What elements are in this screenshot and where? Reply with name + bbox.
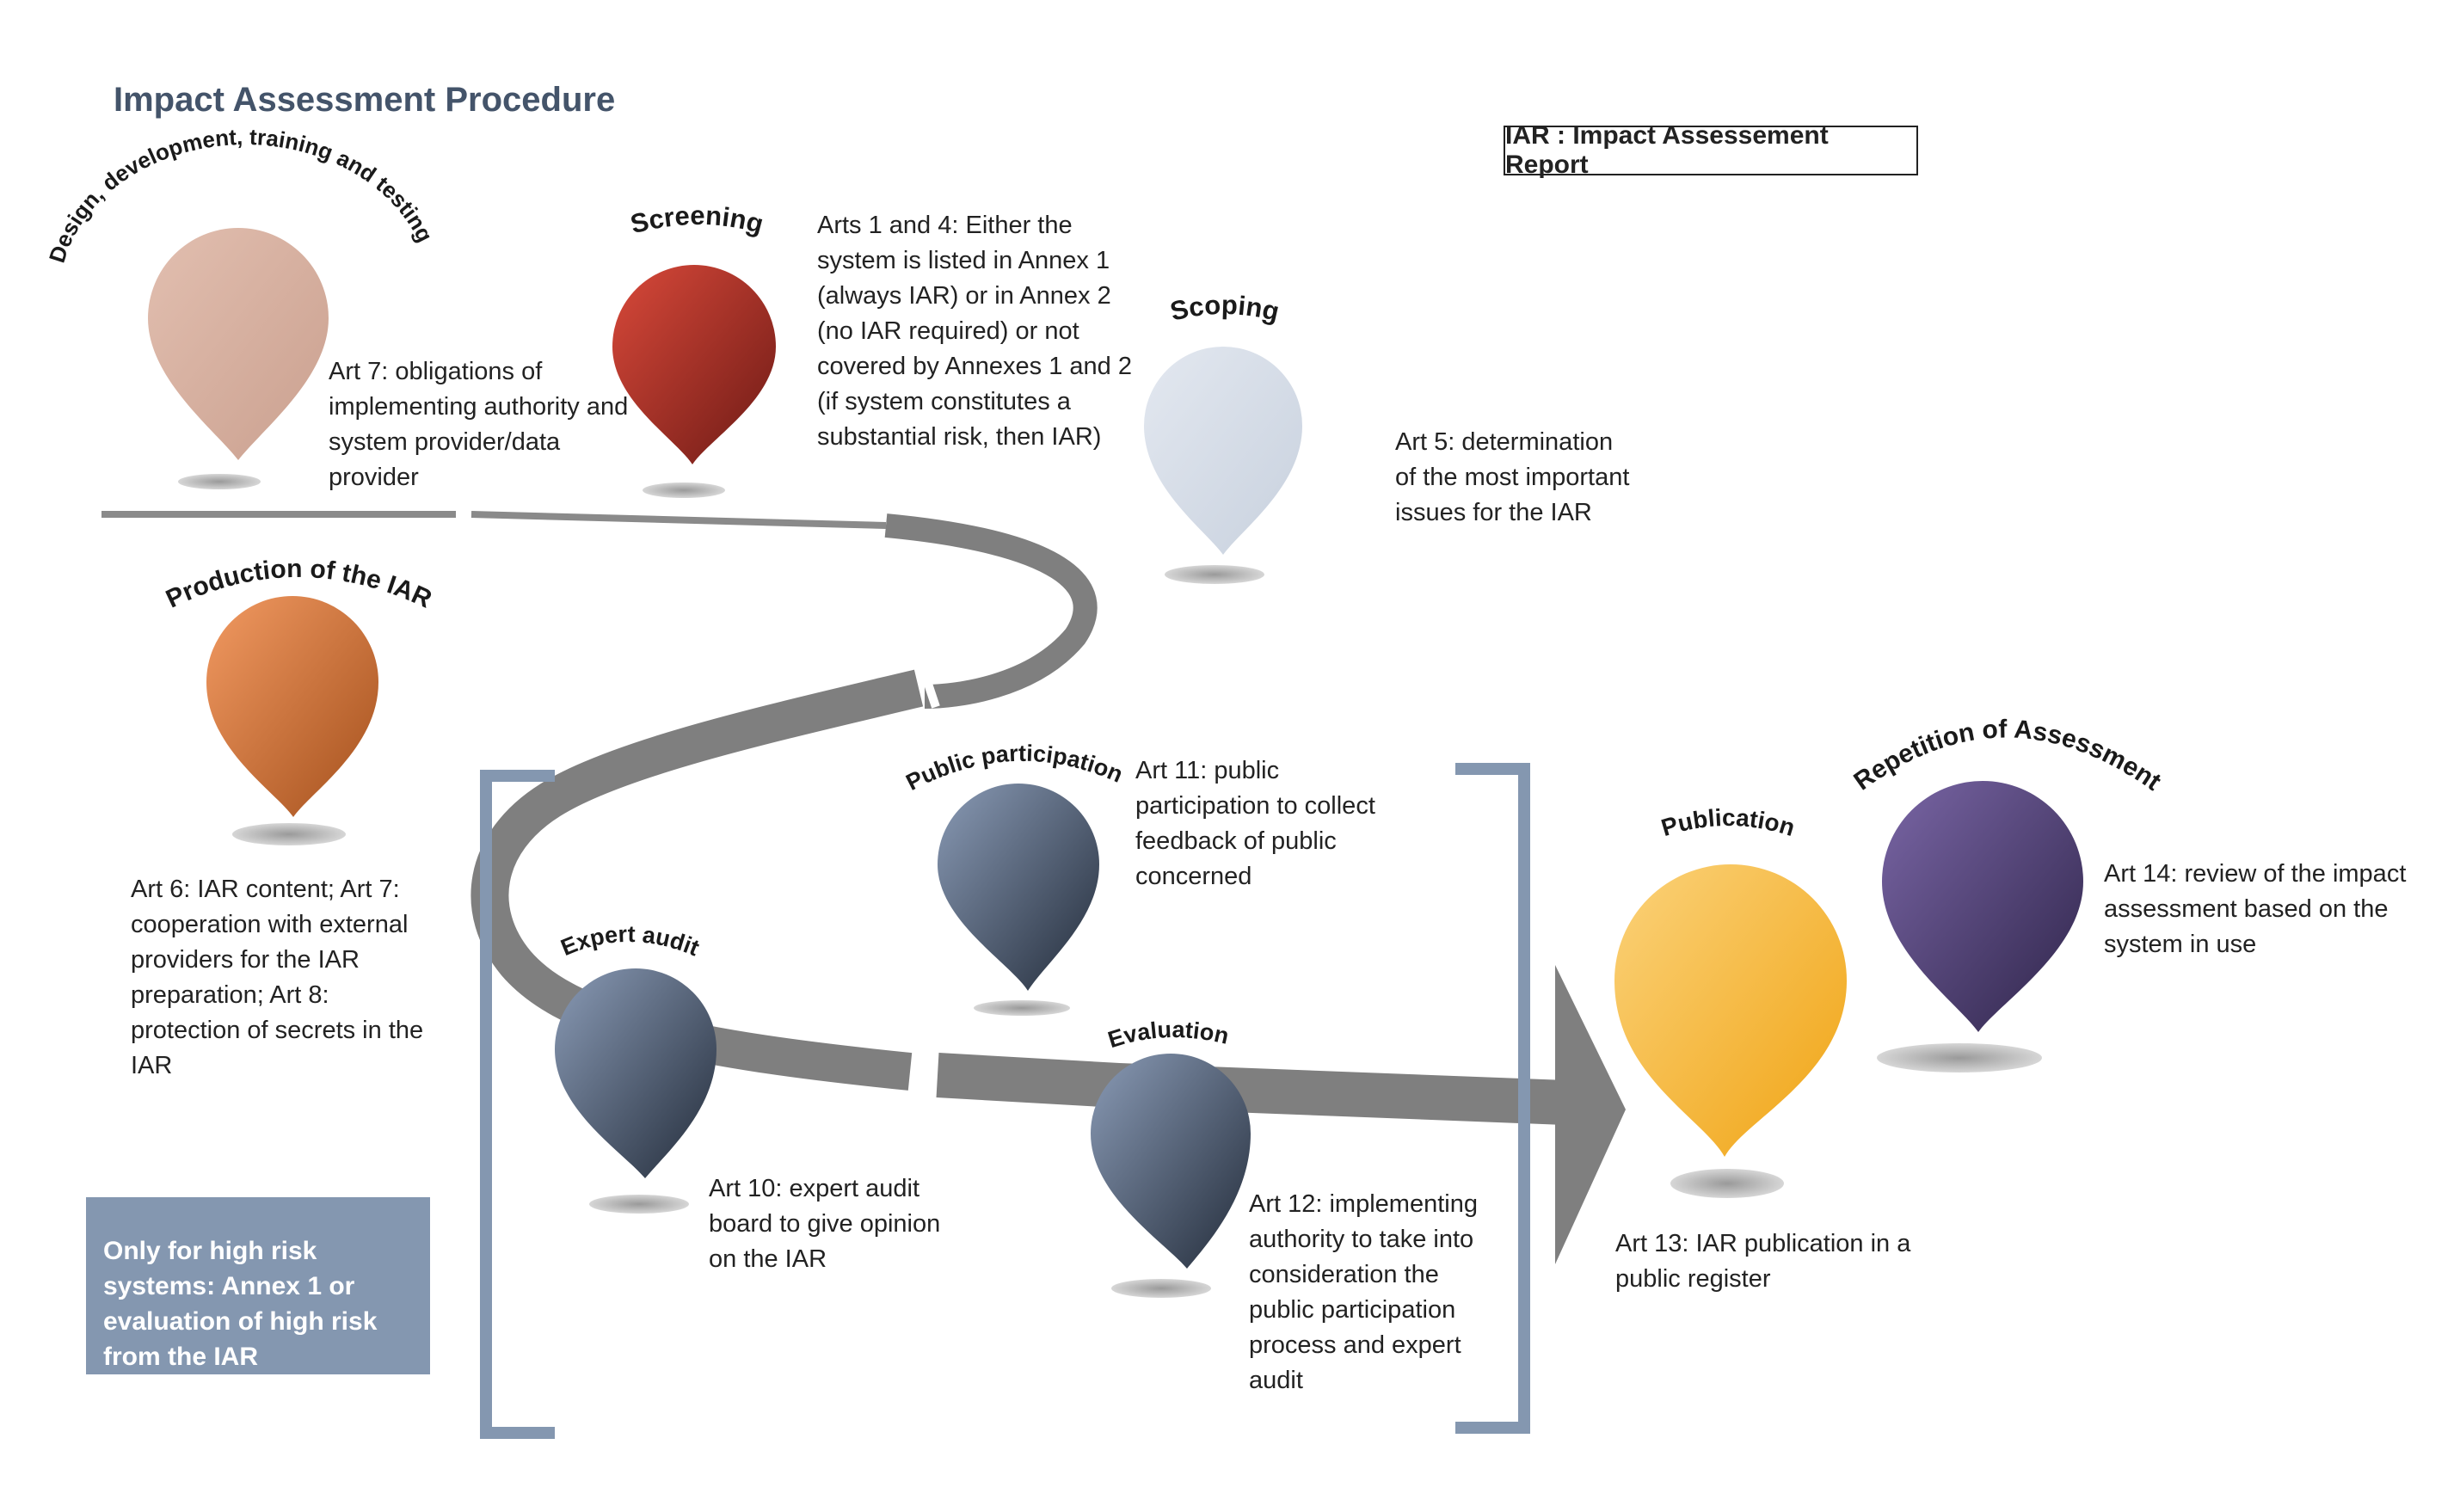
pin-shadow <box>589 1195 689 1214</box>
road-gap <box>913 1047 929 1102</box>
road-arrowhead <box>1555 965 1626 1264</box>
evaluation-description: Art 12: implementing authority to take i… <box>1249 1190 1478 1394</box>
screening-description: Arts 1 and 4: Either the system is liste… <box>817 212 1132 451</box>
right-bracket <box>1455 763 1530 1434</box>
production-description: Art 6: IAR content; Art 7: cooperation w… <box>131 876 424 1079</box>
pin-shadow <box>1670 1169 1784 1198</box>
scoping-description: Art 5: determination of the most importa… <box>1395 428 1630 526</box>
road-straight <box>936 1053 1566 1125</box>
stage-label-scoping: Scoping <box>1167 290 1282 327</box>
publication-pin-icon <box>1614 864 1847 1157</box>
public-participation-description: Art 11: public participation to collect … <box>1135 757 1375 890</box>
road-top-line <box>101 511 887 529</box>
pin-shadow <box>1111 1279 1211 1298</box>
pin-shadow <box>178 474 261 489</box>
pin-shadow <box>974 1000 1070 1016</box>
production-pin-icon <box>206 596 378 817</box>
pin-shadow <box>1165 565 1264 584</box>
high-risk-note-box: Only for high risk systems: Annex 1 or e… <box>86 1197 430 1374</box>
scoping-pin-icon <box>1144 347 1302 555</box>
stage-label-repetition: Repetition of Assessment <box>1848 715 2166 796</box>
road-gap <box>916 659 940 709</box>
stage-label-screening: Screening <box>628 200 767 239</box>
expert-audit-pin-icon <box>555 968 716 1178</box>
stage-label-expert: Expert audit <box>557 921 703 961</box>
public-participation-pin-icon <box>938 784 1099 991</box>
stage-label-evaluation: Evaluation <box>1105 1017 1232 1053</box>
expert-audit-description: Art 10: expert audit board to give opini… <box>709 1175 941 1273</box>
pin-shadow <box>1877 1043 2042 1073</box>
left-bracket <box>480 770 555 1439</box>
page-title: Impact Assessment Procedure <box>114 81 616 119</box>
screening-pin-icon <box>612 265 776 464</box>
design-pin-icon <box>148 228 329 460</box>
design-description: Art 7: obligations of implementing autho… <box>329 358 629 491</box>
publication-description: Art 13: IAR publication in a public regi… <box>1615 1230 1911 1293</box>
pin-shadow <box>232 823 346 845</box>
legend-box: IAR : Impact Assessement Report <box>1504 121 1918 179</box>
repetition-description: Art 14: review of the impact assessment … <box>2104 860 2407 958</box>
road-curve-upper <box>884 513 1098 709</box>
evaluation-pin-icon <box>1091 1054 1251 1269</box>
pin-shadow <box>643 482 725 498</box>
repetition-pin-icon <box>1882 781 2083 1032</box>
stage-label-publication: Publication <box>1658 804 1799 841</box>
